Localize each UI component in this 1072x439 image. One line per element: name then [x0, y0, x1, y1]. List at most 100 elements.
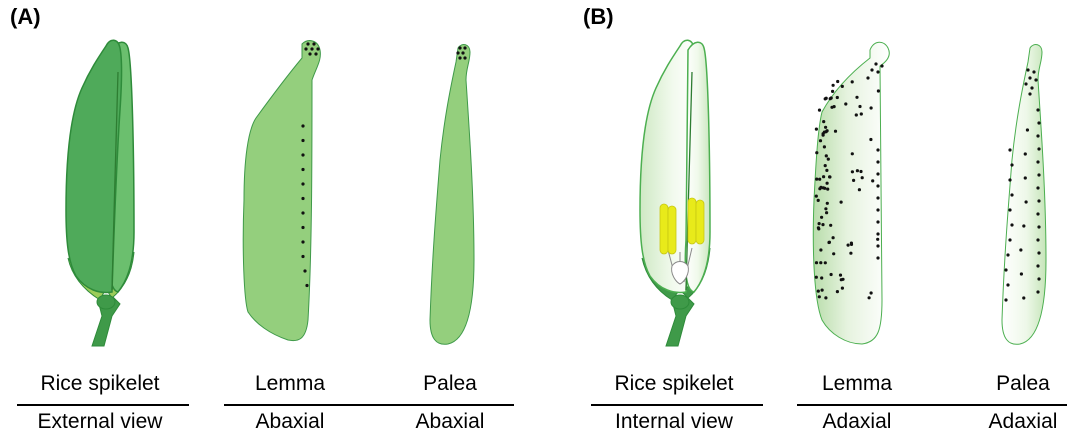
stoma-dot — [828, 175, 831, 178]
stoma-dot — [1006, 253, 1009, 256]
stoma-dot — [820, 216, 823, 219]
stoma-dot — [817, 199, 820, 202]
stoma-dot — [836, 80, 839, 83]
stoma-dot — [832, 252, 835, 255]
stoma-dot — [1028, 76, 1031, 79]
stoma-dot — [301, 139, 304, 142]
stoma-dot — [870, 68, 873, 71]
stoma-dot — [301, 197, 304, 200]
stoma-dot — [815, 261, 818, 264]
stoma-dot — [818, 109, 821, 112]
stoma-dot — [817, 290, 820, 293]
stoma-dot — [824, 97, 827, 100]
lemma-abaxial-illustration — [243, 41, 320, 341]
stoma-dot — [824, 296, 827, 299]
stoma-dot — [823, 187, 826, 190]
stoma-dot — [870, 106, 873, 109]
stoma-dot — [819, 261, 822, 264]
stoma-dot — [1037, 173, 1040, 176]
stoma-dot — [821, 289, 824, 292]
caption-b-lemma-title: Lemma — [802, 372, 912, 396]
anther-4 — [696, 200, 704, 244]
stoma-dot — [876, 148, 879, 151]
stoma-dot — [850, 242, 853, 245]
stoma-dot — [1036, 134, 1039, 137]
spikelet-internal-illustration — [640, 40, 710, 346]
stoma-dot — [1008, 208, 1011, 211]
stoma-dot — [876, 232, 879, 235]
stoma-dot — [821, 223, 824, 226]
stoma-dot — [1036, 264, 1039, 267]
stoma-dot — [827, 241, 830, 244]
stoma-dot — [826, 202, 829, 205]
stoma-dot — [1024, 82, 1027, 85]
stoma-dot — [1036, 290, 1039, 293]
stoma-dot — [461, 51, 464, 54]
anther-1 — [660, 204, 668, 254]
stoma-dot — [836, 290, 839, 293]
caption-b-spikelet-title: Rice spikelet — [594, 372, 754, 396]
anther-3 — [688, 198, 696, 244]
stoma-dot — [815, 128, 818, 131]
stoma-dot — [306, 42, 309, 45]
stoma-dot — [301, 182, 304, 185]
stoma-dot — [829, 224, 832, 227]
stoma-dot — [1034, 78, 1037, 81]
stoma-dot — [868, 296, 871, 299]
stoma-dot — [832, 84, 835, 87]
stoma-dot — [844, 102, 847, 105]
stoma-dot — [1008, 178, 1011, 181]
stoma-dot — [301, 211, 304, 214]
stoma-dot — [463, 56, 466, 59]
stoma-dot — [1036, 186, 1039, 189]
stoma-dot — [826, 188, 829, 191]
stoma-dot — [822, 175, 825, 178]
stoma-dot — [301, 153, 304, 156]
pedicel-node-inner — [671, 295, 689, 309]
stoma-dot — [1004, 268, 1007, 271]
stoma-dot — [1026, 68, 1029, 71]
stoma-dot — [876, 208, 879, 211]
stoma-dot — [458, 56, 461, 59]
stoma-dot — [826, 182, 829, 185]
anther-2 — [668, 206, 676, 254]
stoma-dot — [1036, 108, 1039, 111]
stoma-dot — [312, 42, 315, 45]
stoma-dot — [1004, 298, 1007, 301]
stoma-dot — [877, 89, 880, 92]
palea-abaxial-illustration — [430, 45, 474, 345]
pedicel-node — [97, 295, 115, 309]
stoma-dot — [1037, 277, 1040, 280]
stoma-dot — [819, 186, 822, 189]
caption-a-lemma-title: Lemma — [235, 372, 345, 396]
stoma-dot — [1037, 147, 1040, 150]
stoma-dot — [824, 164, 827, 167]
stoma-dot — [1008, 238, 1011, 241]
stoma-dot — [860, 112, 863, 115]
caption-a-palea-title: Palea — [395, 372, 505, 396]
stoma-dot — [829, 97, 832, 100]
stoma-dot — [1010, 193, 1013, 196]
stoma-dot — [301, 255, 304, 258]
stoma-dot — [1026, 128, 1029, 131]
stoma-dot — [1036, 160, 1039, 163]
stoma-dot — [851, 152, 854, 155]
caption-b-palea-side: Adaxial — [968, 410, 1072, 434]
divider-b-spikelet — [591, 404, 763, 406]
stoma-dot — [815, 195, 818, 198]
stoma-dot — [1022, 224, 1025, 227]
stoma-dot — [1032, 70, 1035, 73]
stoma-dot — [1020, 272, 1023, 275]
stoma-dot — [840, 201, 843, 204]
stoma-dot — [876, 256, 879, 259]
stoma-dot — [876, 238, 879, 241]
stoma-dot — [876, 196, 879, 199]
stoma-dot — [304, 47, 307, 50]
caption-b-lemma-side: Adaxial — [802, 410, 912, 434]
stoma-dot — [876, 70, 879, 73]
stoma-dot — [1037, 121, 1040, 124]
stoma-dot — [856, 169, 859, 172]
stoma-dot — [1008, 148, 1011, 151]
stoma-dot — [1019, 248, 1022, 251]
stoma-dot — [1028, 92, 1031, 95]
